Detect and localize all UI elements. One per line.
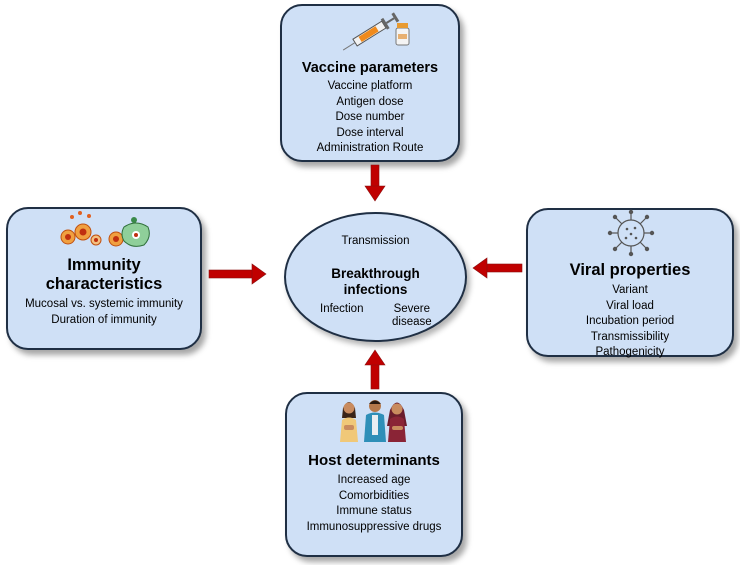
virus-icon (607, 209, 655, 257)
arrow-left-icon (472, 257, 523, 279)
list-item: Transmissibility (590, 330, 670, 343)
immune-cells-icon (60, 211, 150, 247)
vaccine-list: Vaccine platform Antigen dose Dose numbe… (282, 79, 458, 157)
host-determinants-box: Host determinants Increased age Comorbid… (285, 392, 463, 557)
infection-label: Infection (320, 303, 364, 315)
viral-title: Viral properties (569, 261, 691, 279)
severe-disease-line-1: Severe (393, 303, 431, 315)
viral-list: Variant Viral load Incubation period Tra… (528, 283, 732, 361)
center-title-line-2: infections (343, 282, 408, 297)
syringe-vial-icon (342, 12, 410, 51)
list-item: Dose interval (336, 126, 404, 139)
severe-disease-line-2: disease (392, 316, 432, 328)
list-item: Dose number (335, 111, 405, 123)
immunity-title: Immunity characteristics (8, 256, 200, 294)
list-item: Immunosuppressive drugs (306, 520, 442, 533)
breakthrough-infections-ellipse: Transmission Breakthrough infections Inf… (284, 212, 467, 342)
arrow-up-icon (364, 349, 386, 390)
arrow-down-icon (364, 164, 386, 202)
list-item: Vaccine platform (327, 80, 413, 92)
list-item: Comorbidities (338, 489, 410, 502)
immunity-title-line-1: Immunity (67, 256, 141, 274)
arrow-right-icon (208, 263, 267, 285)
list-item: Variant (612, 284, 648, 296)
list-item: Increased age (337, 474, 411, 486)
host-list: Increased age Comorbidities Immune statu… (287, 473, 461, 535)
list-item: Incubation period (585, 315, 675, 327)
list-item: Pathogenicity (595, 346, 665, 358)
vaccine-title: Vaccine parameters (301, 60, 439, 76)
people-icon (340, 400, 407, 442)
list-item: Duration of immunity (51, 313, 157, 326)
center-title-line-1: Breakthrough (331, 266, 420, 281)
immunity-title-line-2: characteristics (45, 275, 163, 293)
list-item: Viral load (606, 299, 654, 312)
list-item: Mucosal vs. systemic immunity (25, 298, 183, 310)
center-title: Breakthrough infections (286, 266, 465, 298)
severe-disease-label: Severe disease (392, 303, 432, 329)
list-item: Administration Route (316, 142, 424, 154)
vaccine-parameters-box: Vaccine parameters Vaccine platform Anti… (280, 4, 460, 162)
host-title: Host determinants (308, 452, 440, 469)
list-item: Immune status (336, 505, 412, 517)
list-item: Antigen dose (336, 95, 404, 108)
viral-properties-box: Viral properties Variant Viral load Incu… (526, 208, 734, 358)
immunity-characteristics-box: Immunity characteristics Mucosal vs. sys… (6, 207, 202, 350)
transmission-label: Transmission (341, 235, 410, 247)
immunity-list: Mucosal vs. systemic immunity Duration o… (8, 297, 200, 328)
